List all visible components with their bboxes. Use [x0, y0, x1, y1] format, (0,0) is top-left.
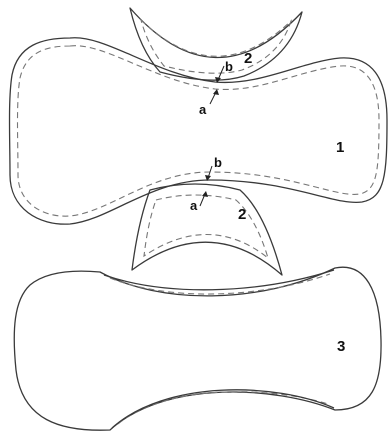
lower-label-2: 2	[238, 206, 246, 223]
assembled-outline	[14, 267, 381, 430]
upper-a-arrowhead	[213, 89, 219, 95]
assembled-part	[14, 267, 381, 430]
main-body-dashed-outline	[18, 46, 380, 216]
lower-label-b: b	[214, 155, 222, 170]
upper-gap-indicators	[210, 66, 224, 104]
upper-label-b: b	[225, 59, 233, 74]
main-body-part	[10, 38, 388, 224]
lower-a-arrowhead	[202, 191, 208, 197]
bottom-crescent-dashed-outline	[144, 195, 268, 258]
lower-label-a: a	[190, 198, 198, 213]
top-crescent-outline	[130, 8, 302, 80]
bottom-crescent-part	[132, 184, 282, 275]
upper-label-2: 2	[244, 50, 252, 67]
top-crescent-part	[130, 8, 302, 80]
assembled-top-inlay-dashed	[110, 274, 330, 294]
top-crescent-dashed-outline	[141, 20, 291, 73]
bottom-crescent-outline	[132, 184, 282, 275]
label-3: 3	[337, 338, 345, 355]
label-1: 1	[336, 139, 344, 156]
assembled-bottom-inlay-edge	[112, 390, 334, 428]
main-body-outline	[10, 38, 388, 224]
upper-label-a: a	[199, 102, 207, 117]
